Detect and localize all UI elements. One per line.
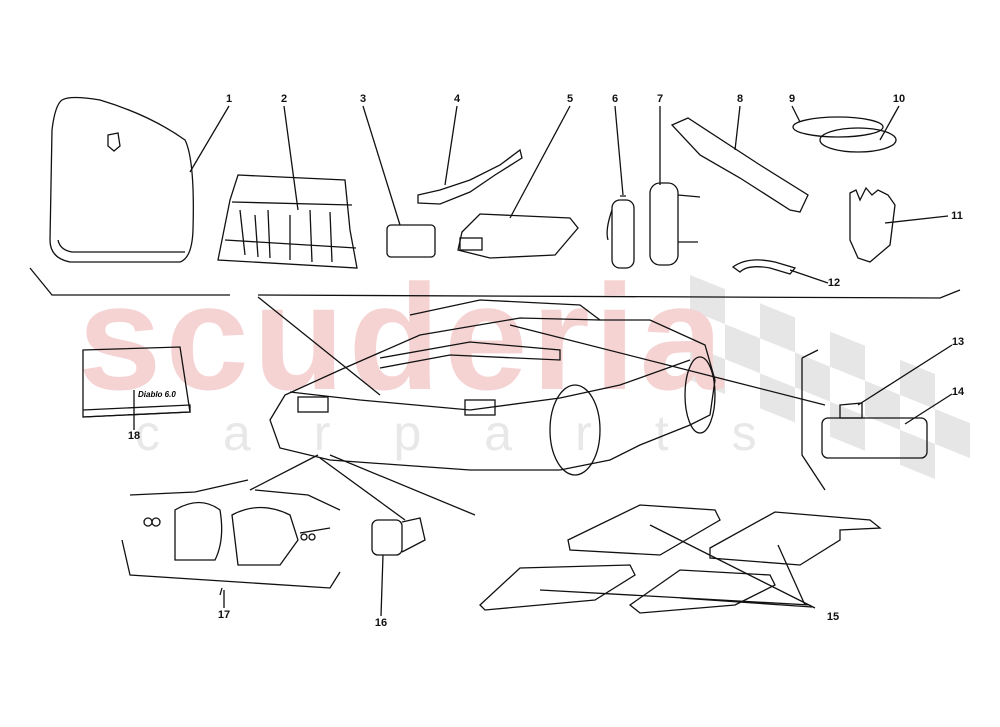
- lamp-drawing: [371, 517, 426, 556]
- callout-6: 6: [611, 93, 619, 105]
- callout-8: 8: [736, 93, 744, 105]
- callout-3: 3: [359, 93, 367, 105]
- callout-7: 7: [656, 93, 664, 105]
- bulb-kit-drawing: [386, 224, 436, 258]
- callout-10: 10: [892, 93, 906, 105]
- luggage-bag-drawing: [49, 96, 194, 263]
- strap-drawing: [731, 259, 797, 275]
- callout-16: 16: [374, 617, 388, 629]
- manual-drawing: [82, 346, 191, 418]
- manual-cover-text: Diablo 6.0: [138, 390, 176, 399]
- callout-17: 17: [217, 609, 231, 621]
- inflator-bottle-drawing: [606, 195, 635, 269]
- cover-sleeve-drawing: [670, 117, 809, 213]
- mirror-drawing: [801, 349, 928, 491]
- callout-14: 14: [951, 386, 965, 398]
- callout-9: 9: [788, 93, 796, 105]
- callout-15: 15: [826, 611, 840, 623]
- wrapped-roll-drawing: [649, 182, 701, 266]
- callout-2: 2: [280, 93, 288, 105]
- callout-12: 12: [827, 277, 841, 289]
- compressor-drawing: [457, 213, 579, 259]
- jack-drawing: [417, 148, 523, 205]
- belts-drawing: [792, 116, 897, 153]
- section-divider: [29, 267, 961, 299]
- callout-13: 13: [951, 336, 965, 348]
- horns-drawing: [143, 501, 331, 566]
- callout-4: 4: [453, 93, 461, 105]
- tool-roll-drawing: [217, 174, 358, 269]
- gloves-drawing: [849, 186, 896, 263]
- floor-mats-drawing: [479, 504, 882, 614]
- horns-bracket: [121, 479, 341, 596]
- callout-5: 5: [566, 93, 574, 105]
- car-drawing: [269, 299, 716, 476]
- callout-11: 11: [951, 210, 963, 222]
- callout-18: 18: [127, 430, 141, 442]
- callout-1: 1: [225, 93, 233, 105]
